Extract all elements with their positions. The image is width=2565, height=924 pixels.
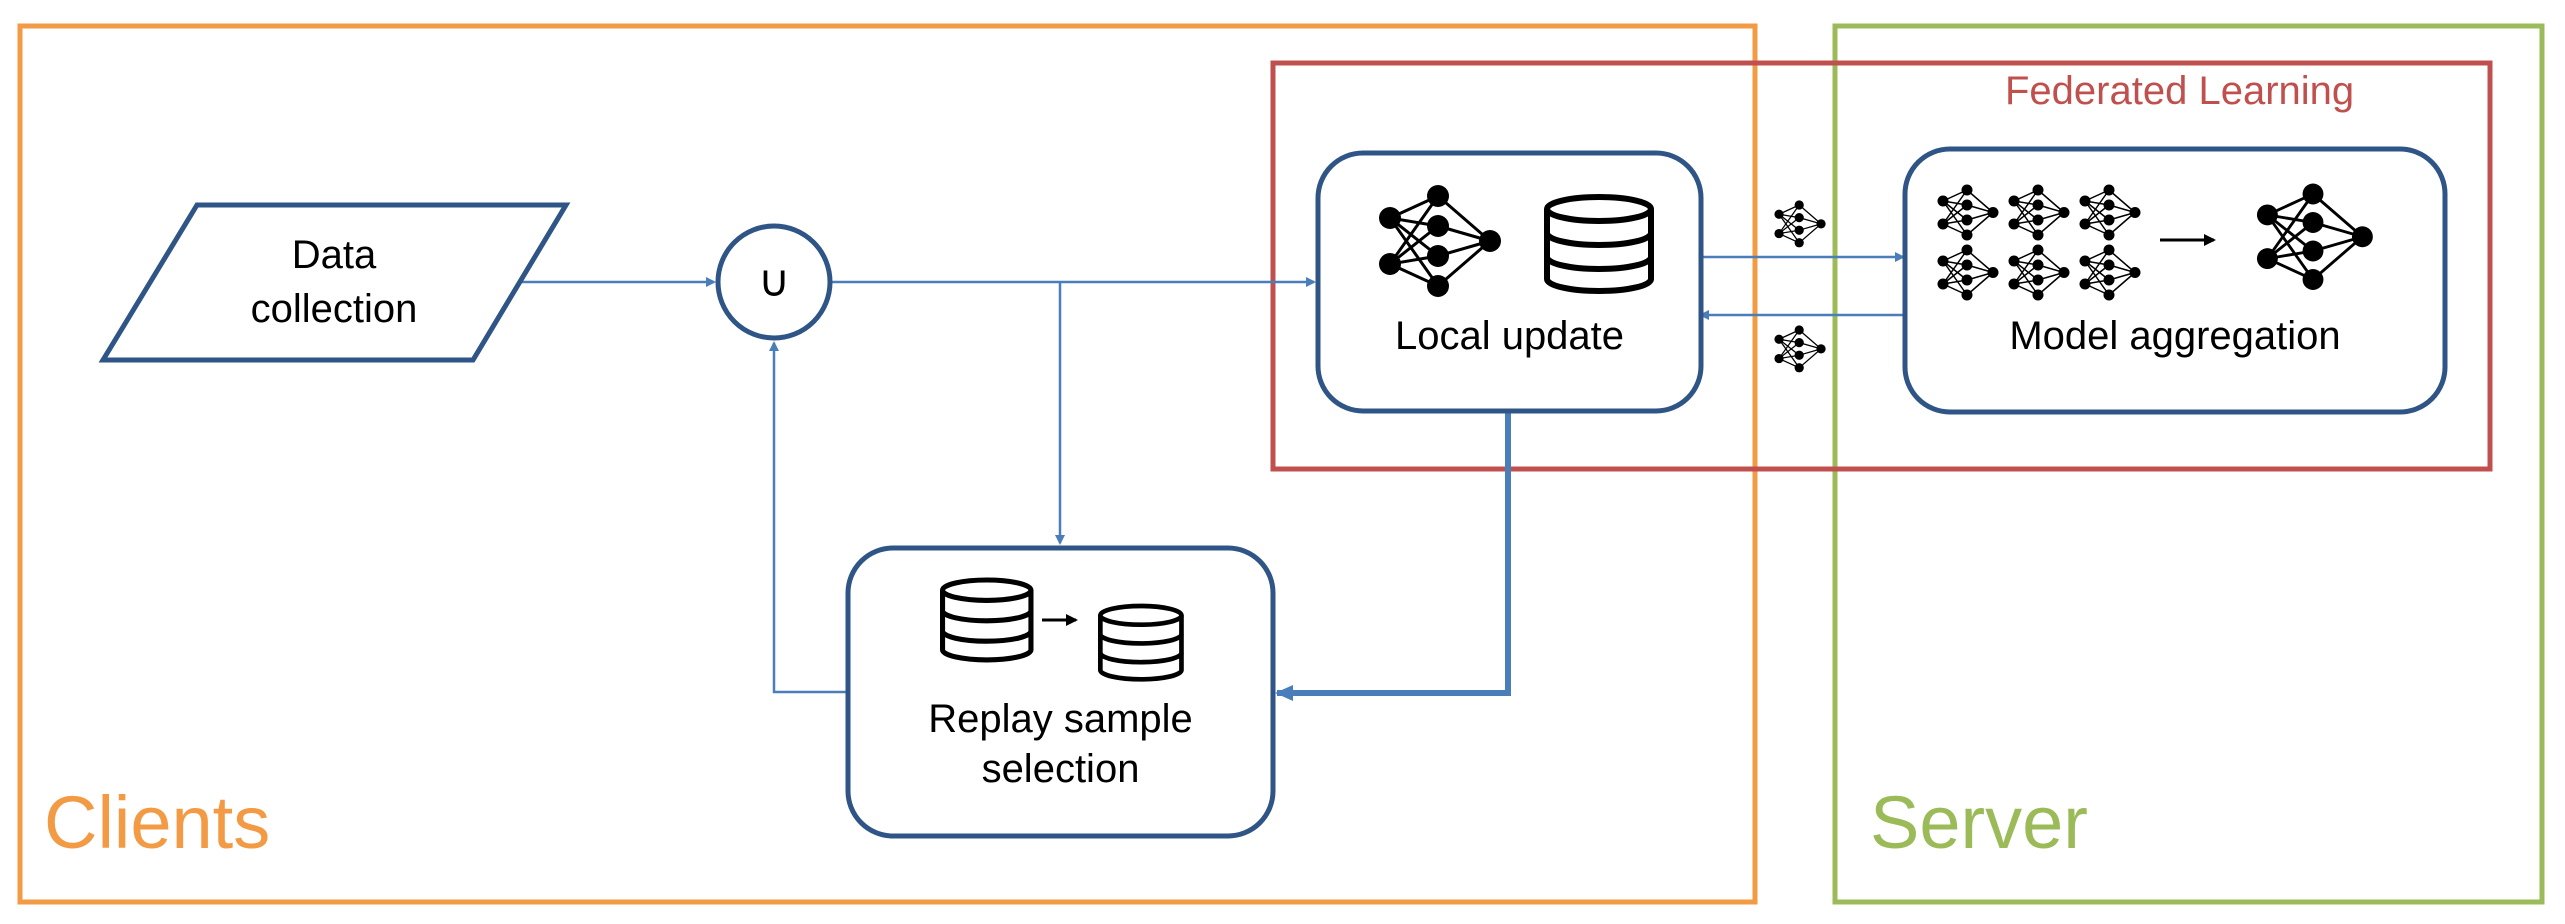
server-label: Server <box>1870 781 2088 864</box>
data-collection-line1: Data <box>291 233 377 277</box>
data-collection-label: Data collection <box>212 228 456 336</box>
replay-selection-line1: Replay sample <box>928 697 1193 741</box>
data-collection-line2: collection <box>250 287 418 331</box>
neural-network-icon <box>1773 199 1827 249</box>
data-collection-node <box>98 202 571 363</box>
replay-selection-line2: selection <box>981 747 1140 791</box>
replay-selection-label: Replay sample selection <box>848 694 1273 794</box>
model-aggregation-label: Model aggregation <box>2009 314 2341 358</box>
federated-learning-label: Federated Learning <box>2005 69 2355 113</box>
local-update-label: Local update <box>1394 314 1625 358</box>
server-region <box>1832 23 2545 905</box>
union-symbol: ∪ <box>757 257 791 306</box>
arrow-replay-to-union <box>769 341 848 694</box>
clients-label: Clients <box>44 781 271 864</box>
arrow-local-update-to-replay <box>1275 412 1511 701</box>
neural-network-icon <box>1773 324 1827 374</box>
federated-learning-region <box>1270 60 2493 472</box>
model-aggregation-node <box>1902 146 2448 415</box>
union-node <box>715 223 833 341</box>
clients-region <box>17 23 1758 905</box>
